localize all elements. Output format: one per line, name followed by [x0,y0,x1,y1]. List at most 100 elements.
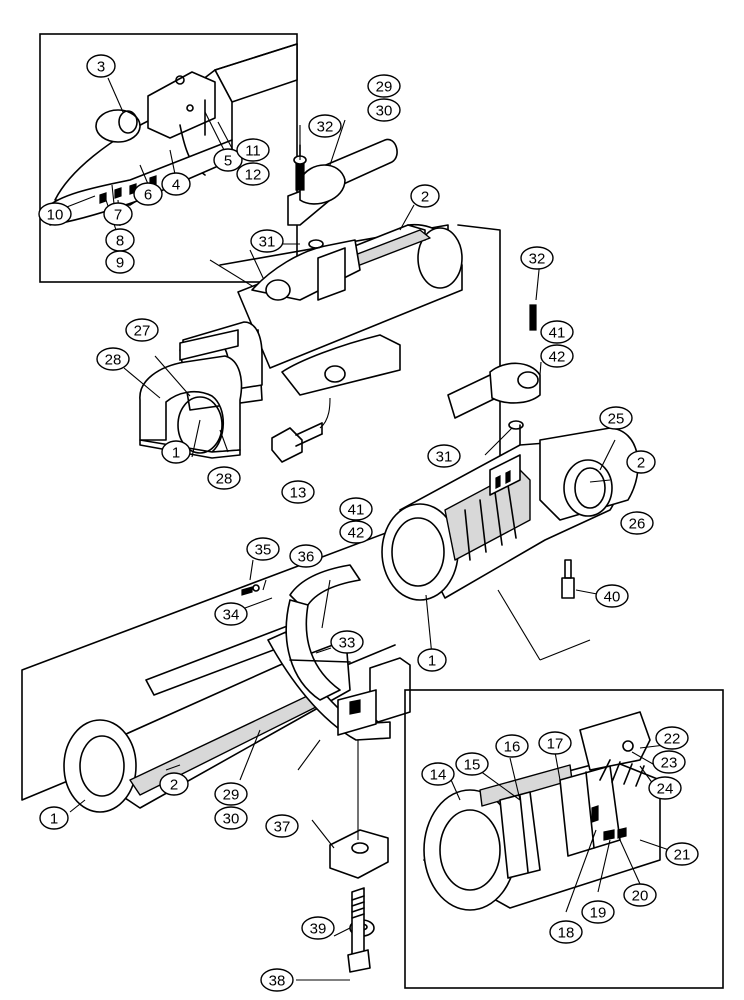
callout-number: 29 [376,79,393,96]
callout-20: 20 [623,883,657,907]
callout-29: 29 [214,782,248,806]
callout-circle [246,537,280,561]
clamp-37-bolt-38 [329,740,389,973]
callout-28: 28 [207,466,241,490]
callout-circle [214,806,248,830]
callout-number: 7 [114,207,122,224]
callout-number: 42 [348,525,365,542]
callout-30: 30 [214,806,248,830]
upper-cylinder-section [139,223,463,459]
callout-circle [250,229,284,253]
callout-number: 36 [298,549,315,566]
detail-inset-bottom [404,689,724,989]
callout-23: 23 [652,750,686,774]
callout-circle [620,511,654,535]
callout-number: 34 [223,607,240,624]
callout-circle [367,74,401,98]
callout-42: 42 [339,520,373,544]
callout-number: 3 [97,59,105,76]
callout-number: 2 [421,189,429,206]
callout-number: 2 [637,455,645,472]
callout-32: 32 [308,114,342,138]
callout-number: 15 [464,757,481,774]
callout-number: 41 [549,325,566,342]
callout-circle [427,444,461,468]
lower-barrel-assembly [63,564,411,813]
callout-2: 2 [410,184,440,208]
callout-number: 31 [436,449,453,466]
callout-number: 28 [105,352,122,369]
callout-circle [455,752,489,776]
callout-1: 1 [417,648,447,672]
callout-2: 2 [159,772,189,796]
callout-29: 29 [367,74,401,98]
callout-number: 22 [664,731,681,748]
callout-number: 42 [549,349,566,366]
callout-number: 12 [245,167,262,184]
callout-number: 9 [116,255,124,272]
callout-circle [648,776,682,800]
callout-circle [207,466,241,490]
callout-13: 13 [281,480,315,504]
callout-5: 5 [213,148,243,172]
callout-number: 27 [134,323,151,340]
callout-number: 4 [172,177,180,194]
callout-1: 1 [161,440,191,464]
callout-number: 10 [47,207,64,224]
bolt-35-washer-36 [241,584,260,596]
callout-17: 17 [538,731,572,755]
callout-41: 41 [339,497,373,521]
callout-number: 17 [547,736,564,753]
callout-number: 14 [430,767,447,784]
callout-circle [105,250,135,274]
callout-16: 16 [495,734,529,758]
callout-40: 40 [595,584,629,608]
callout-circle [520,246,554,270]
callout-number: 6 [144,187,152,204]
callout-circle [125,318,159,342]
callout-21: 21 [665,842,699,866]
callout-number: 32 [529,251,546,268]
callout-number: 21 [674,847,691,864]
callout-14: 14 [421,762,455,786]
callout-number: 13 [290,485,307,502]
callout-circle [421,762,455,786]
callout-19: 19 [581,900,615,924]
callout-number: 26 [629,516,646,533]
callout-number: 28 [216,471,233,488]
callout-circle [595,584,629,608]
callout-9: 9 [105,250,135,274]
callout-30: 30 [367,98,401,122]
callout-number: 40 [604,589,621,606]
callout-number: 35 [255,542,272,559]
callout-number: 20 [632,888,649,905]
callout-3: 3 [86,54,116,78]
callout-circle [103,202,133,226]
callout-25: 25 [599,406,633,430]
callout-8: 8 [105,228,135,252]
callout-number: 25 [608,411,625,428]
callout-number: 30 [376,103,393,120]
callout-number: 41 [348,502,365,519]
callout-1: 1 [39,806,69,830]
callout-circle [86,54,116,78]
callout-number: 23 [661,755,678,772]
callout-circle [339,520,373,544]
callout-circle [599,406,633,430]
callout-32: 32 [520,246,554,270]
callout-31: 31 [427,444,461,468]
callout-circle [236,138,270,162]
callout-circle [549,920,583,944]
callout-number: 39 [310,921,327,938]
callout-number: 31 [259,234,276,251]
callout-circle [236,162,270,186]
callout-circle [161,172,191,196]
callout-31: 31 [250,229,284,253]
callout-26: 26 [620,511,654,535]
callout-33: 33 [330,630,364,654]
callout-circle [96,347,130,371]
callout-4: 4 [161,172,191,196]
callout-41: 41 [540,320,574,344]
callout-circle [652,750,686,774]
callout-number: 37 [274,819,291,836]
